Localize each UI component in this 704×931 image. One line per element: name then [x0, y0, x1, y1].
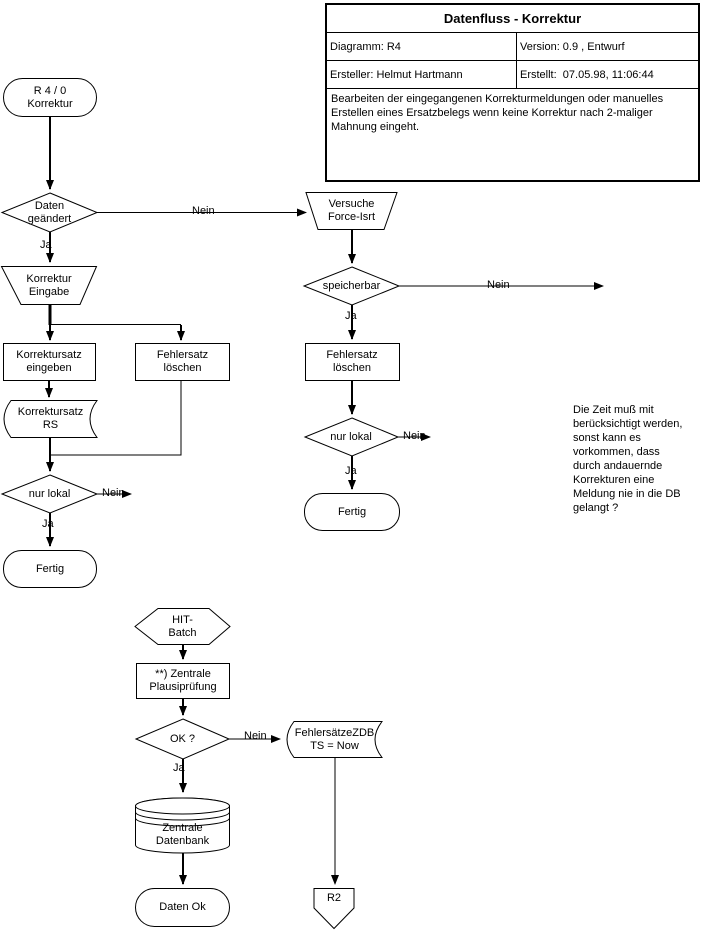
title-block: Datenfluss - Korrektur Diagramm: R4 Vers… — [325, 3, 700, 182]
terminator-daten-ok — [135, 888, 230, 927]
database-cylinder-ring — [135, 811, 230, 821]
diagram-title: Datenfluss - Korrektur — [327, 5, 698, 33]
label-r2: R2 — [326, 891, 342, 904]
label-ok: OK ? — [169, 732, 196, 745]
database-cylinder-ring — [135, 817, 230, 827]
title-block-row: Ersteller: Helmut Hartmann Erstellt: 07.… — [327, 61, 698, 89]
edge-label-ja: Ja — [40, 239, 52, 251]
label-hit-batch: HIT- Batch — [168, 613, 197, 639]
stored-data-fehlersaetze-zdb — [286, 721, 384, 758]
label-zentrale-datenbank: Zentrale Datenbank — [155, 822, 210, 847]
diagram-version: Version: 0.9 , Entwurf — [520, 40, 625, 53]
edge-label-ja: Ja — [345, 465, 357, 477]
process-korrektursatz-eingeben — [3, 343, 96, 381]
terminator-fertig-rechts — [304, 493, 400, 531]
annotation-note: Die Zeit muß mit berücksichtigt werden, … — [573, 404, 683, 514]
label-korrektursatz-eingeben: Korrektursatz eingeben — [16, 349, 82, 374]
manual-input-versuche-force-isrt — [305, 192, 398, 230]
offpage-connector-r2 — [313, 888, 355, 930]
terminator-fertig-links — [3, 550, 97, 588]
label-nur-lokal-rechts: nur lokal — [330, 430, 372, 443]
label-daten-ok: Daten Ok — [159, 900, 206, 913]
diagram-author: Ersteller: Helmut Hartmann — [327, 61, 517, 88]
label-start: R 4 / 0 Korrektur — [27, 84, 73, 110]
terminator-start — [3, 78, 97, 117]
edge-label-nein: Nein — [192, 205, 215, 217]
label-speicherbar: speicherbar — [322, 279, 381, 292]
stored-data-korrektursatz-rs — [3, 400, 99, 438]
manual-input-korrektur-eingabe — [0, 266, 98, 305]
label-zentrale-plausipruefung: **) Zentrale Plausiprüfung — [149, 667, 217, 693]
diagram-id: Diagramm: R4 — [327, 33, 517, 60]
label-fertig-rechts: Fertig — [337, 505, 367, 518]
label-fehlersatz-loeschen-rechts: Fehlersatz löschen — [326, 349, 378, 374]
diagram-description: Bearbeiten der eingegangenen Korrekturme… — [331, 93, 664, 133]
edge-label-ja: Ja — [42, 518, 54, 530]
edge-label-nein: Nein — [403, 430, 426, 442]
diagram-created: Erstellt: 07.05.98, 11:06:44 — [520, 68, 654, 81]
edge-label-nein: Nein — [244, 730, 267, 742]
process-zentrale-plausipruefung — [136, 663, 230, 699]
edge-fehlersatz-merge — [51, 381, 182, 456]
label-versuche-force-isrt: Versuche Force-Isrt — [327, 198, 376, 223]
label-korrektursatz-rs: Korrektursatz RS — [17, 405, 84, 431]
process-fehlersatz-loeschen-links — [135, 343, 230, 381]
edge-label-nein: Nein — [102, 487, 125, 499]
label-nur-lokal-links: nur lokal — [28, 487, 71, 500]
edge-label-ja: Ja — [173, 762, 185, 774]
label-fehlersatz-loeschen-links: Fehlersatz löschen — [156, 349, 209, 374]
label-korrektur-eingabe: Korrektur Eingabe — [26, 272, 72, 298]
edge-label-ja: Ja — [345, 310, 357, 322]
process-fehlersatz-loeschen-rechts — [305, 343, 400, 381]
title-block-row: Diagramm: R4 Version: 0.9 , Entwurf — [327, 33, 698, 61]
database-cylinder-top — [135, 797, 230, 815]
label-daten-geaendert: Daten geändert — [27, 199, 72, 225]
preparation-hit-batch — [134, 608, 231, 645]
label-fehlersaetze-zdb: FehlersätzeZDB TS = Now — [294, 726, 375, 752]
edge-label-nein: Nein — [487, 279, 510, 291]
label-fertig-links: Fertig — [35, 562, 65, 575]
